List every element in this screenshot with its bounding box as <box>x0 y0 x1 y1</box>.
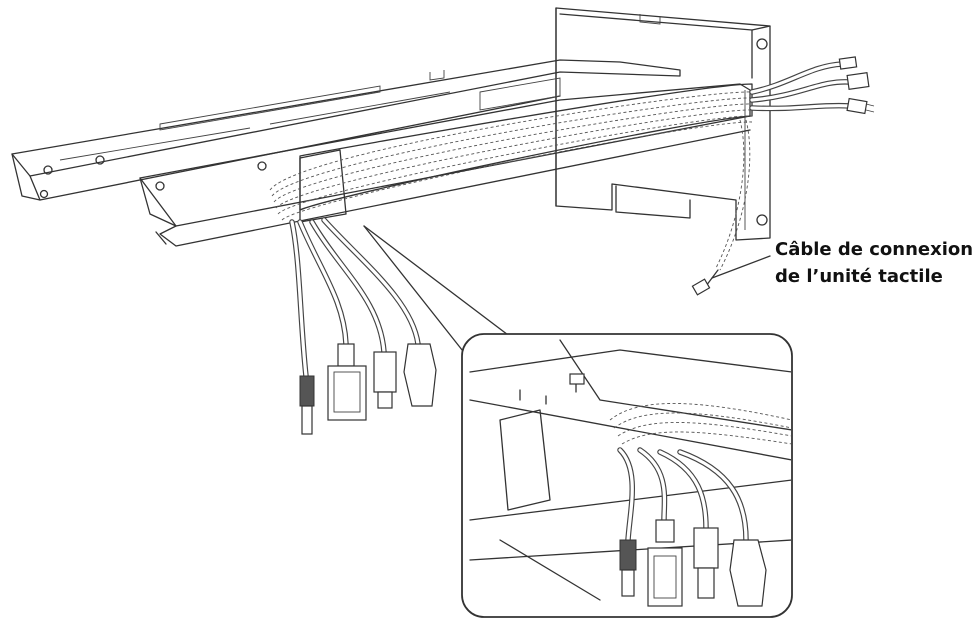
zoom-line-top <box>363 225 471 361</box>
zoom-line-bottom <box>363 225 521 345</box>
touch-unit-cable-label: Câble de connexion de l’unité tactile <box>775 236 973 290</box>
callout-line-2: de l’unité tactile <box>775 266 943 287</box>
detail-inset <box>461 333 793 618</box>
callout-line-1: Câble de connexion <box>775 239 973 260</box>
right-cables <box>749 56 875 115</box>
upper-arm <box>11 59 681 201</box>
hanging-cables <box>289 217 437 435</box>
touch-unit-cable <box>691 255 771 296</box>
wall-plate <box>555 7 771 241</box>
cable-cover <box>269 83 753 271</box>
